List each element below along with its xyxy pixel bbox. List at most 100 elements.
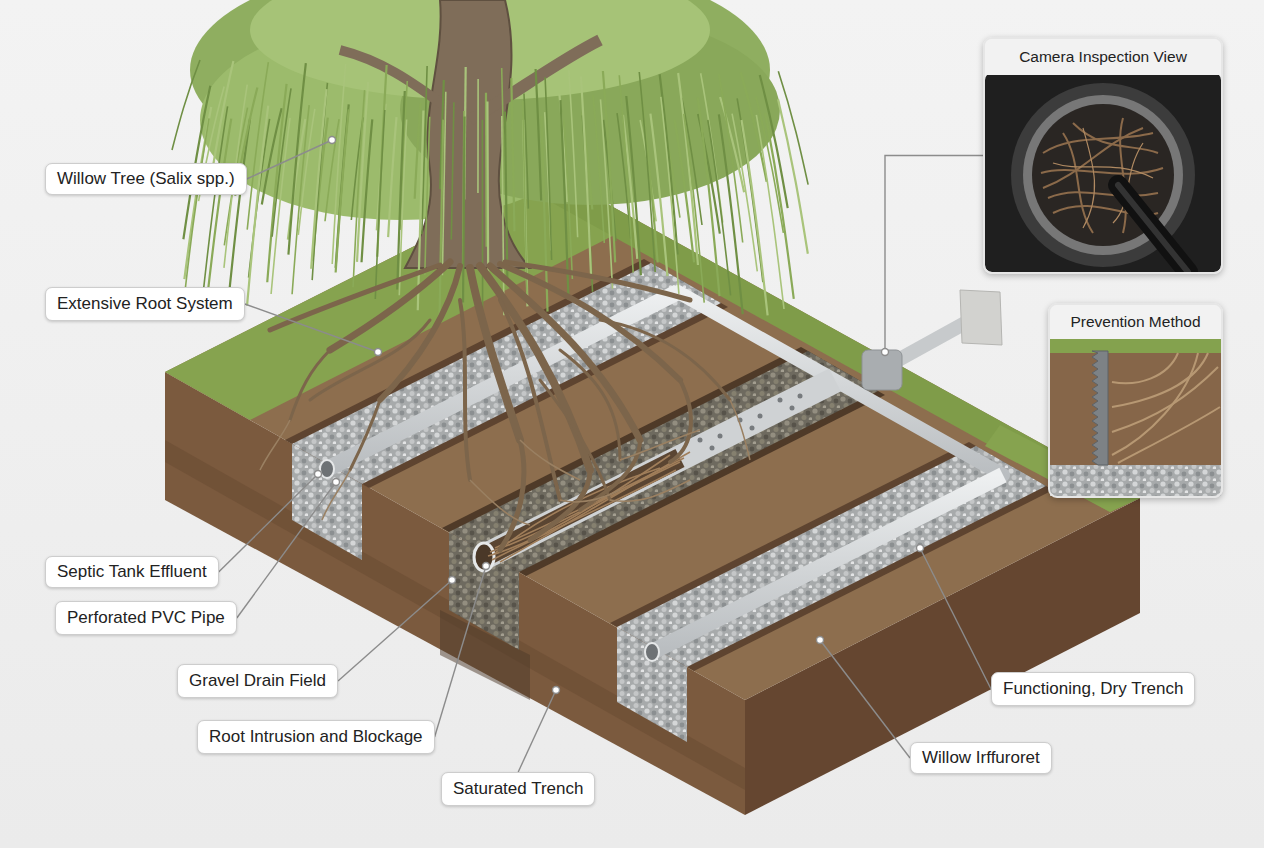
willow-strand [425, 117, 430, 275]
willow-strand [440, 120, 444, 316]
willow-strand [569, 70, 578, 237]
willow-strand [311, 89, 326, 269]
callout-label: Saturated Trench [441, 772, 595, 806]
callout-label: Willow Tree (Salix spp.) [45, 163, 247, 195]
willow-strand [462, 111, 464, 305]
leader-dot [449, 577, 456, 584]
willow-strand [760, 75, 788, 208]
willow-strand [482, 120, 484, 319]
callout-text: Perforated PVC Pipe [67, 608, 225, 628]
leader-dot [333, 479, 340, 486]
willow-strand [778, 99, 808, 254]
callout-label: Septic Tank Effluent [45, 556, 219, 588]
inset-panel: Prevention Method [1048, 303, 1223, 498]
panel-heading: Prevention Method [1050, 305, 1221, 339]
leader-dot [553, 687, 560, 694]
willow-strand [375, 110, 385, 299]
leader-line [247, 140, 332, 179]
willow-strand [206, 119, 231, 305]
root-hairs [260, 400, 750, 525]
gravel-trench [617, 446, 1046, 667]
callout-label: Gravel Drain Field [177, 664, 338, 698]
leader-line [237, 482, 336, 618]
callout-text: Willow Irffuroret [922, 748, 1040, 768]
callout-text: Functioning, Dry Trench [1003, 679, 1183, 699]
leader-line [820, 640, 910, 758]
willow-strand [172, 60, 200, 150]
willow-strand [639, 72, 655, 272]
pipe-end [645, 643, 659, 661]
prevention-image [1048, 337, 1223, 498]
willow-strand [325, 119, 339, 221]
callout-label: Willow Irffuroret [910, 742, 1052, 774]
willow-strand [418, 111, 424, 311]
willow-strand [399, 120, 406, 296]
leader-dot [315, 471, 322, 478]
willow-strand [684, 114, 704, 303]
leader-line [518, 690, 556, 772]
leader-dot [882, 349, 889, 356]
pipe-perforations [698, 394, 803, 451]
willow-strand [678, 73, 698, 265]
willow-strand [451, 102, 454, 239]
willow-strand [536, 69, 542, 200]
willow-strand [298, 109, 315, 235]
willow-strand [708, 120, 731, 295]
callout-label: Functioning, Dry Trench [991, 672, 1195, 706]
leader-line [245, 304, 378, 352]
willow-strand [545, 77, 552, 260]
inset-panel: Camera Inspection View [983, 37, 1223, 274]
willow-strand [477, 79, 479, 193]
callout-label: Perforated PVC Pipe [55, 601, 237, 635]
willow-strand [292, 105, 309, 294]
willow-strand [505, 112, 507, 284]
panel-heading: Camera Inspection View [985, 39, 1221, 75]
trench-wall [610, 442, 1053, 671]
callout-text: Willow Tree (Salix spp.) [57, 169, 235, 189]
willow-strand [336, 109, 349, 272]
pipe-end [320, 460, 334, 478]
leader-dot [917, 545, 924, 552]
leader-dot [483, 563, 490, 570]
willow-strand [247, 62, 268, 230]
root-system [270, 262, 730, 550]
wet-soil [440, 610, 530, 700]
leader-line [885, 156, 983, 353]
willow-strand [202, 106, 227, 300]
willow-strand [502, 116, 504, 315]
callout-text: Root Intrusion and Blockage [209, 727, 423, 747]
trunk-branch [340, 50, 450, 110]
concrete-tank [960, 290, 1002, 345]
pvc-pipe [652, 475, 1003, 652]
willow-strand [463, 116, 465, 302]
distribution-box [862, 350, 902, 390]
callout-label: Extensive Root System [45, 287, 245, 321]
leader-dot [817, 637, 824, 644]
willow-strand [741, 120, 767, 315]
willow-strand [486, 102, 489, 274]
willow-strand [603, 71, 615, 262]
willow-strand [362, 119, 373, 262]
willow-strand [765, 113, 794, 299]
callout-text: Extensive Root System [57, 294, 233, 314]
leader-line [435, 566, 486, 737]
willow-strand [581, 76, 591, 274]
leader-line [338, 580, 452, 681]
willow-strand [626, 96, 641, 275]
callout-text: Saturated Trench [453, 779, 583, 799]
willow-strand [388, 117, 396, 237]
willow-strand [415, 103, 421, 199]
leader-dot [375, 349, 382, 356]
leader-line [920, 548, 991, 689]
callout-label: Root Intrusion and Blockage [197, 720, 435, 754]
camera-inspection-image [983, 73, 1223, 274]
willow-strand [267, 84, 286, 282]
callout-text: Gravel Drain Field [189, 671, 326, 691]
leader-dot [329, 137, 336, 144]
leader-line [219, 474, 318, 572]
callout-text: Septic Tank Effluent [57, 562, 207, 582]
pipe-end [474, 543, 494, 571]
willow-strand [719, 114, 743, 314]
willow-strand [719, 74, 743, 242]
